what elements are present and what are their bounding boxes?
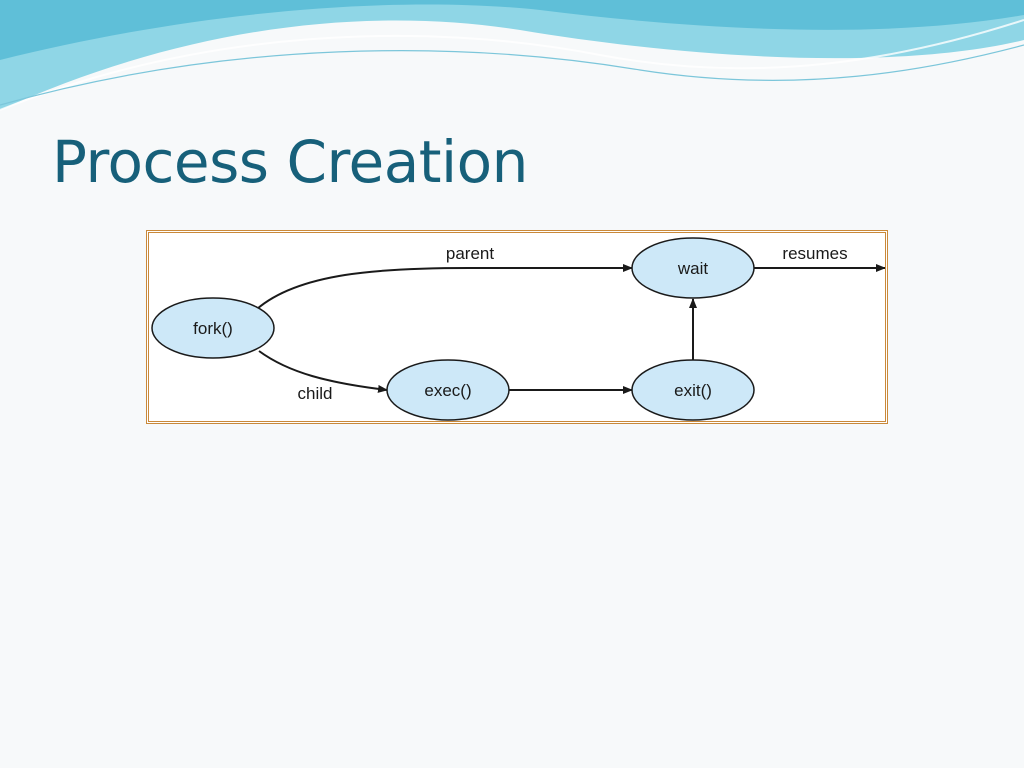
background-wave xyxy=(0,0,1024,130)
node-exit: exit() xyxy=(632,360,754,420)
edge-fork-to-wait xyxy=(257,268,632,309)
node-wait: wait xyxy=(632,238,754,298)
node-exit-label: exit() xyxy=(674,381,712,400)
node-fork: fork() xyxy=(152,298,274,358)
node-exec: exec() xyxy=(387,360,509,420)
process-creation-diagram: fork() wait exec() exit() parent child r… xyxy=(149,233,885,421)
diagram-frame: fork() wait exec() exit() parent child r… xyxy=(146,230,888,424)
node-wait-label: wait xyxy=(677,259,709,278)
node-fork-label: fork() xyxy=(193,319,233,338)
edge-label-parent: parent xyxy=(446,244,494,263)
edge-label-child: child xyxy=(298,384,333,403)
edge-label-resumes: resumes xyxy=(782,244,847,263)
node-exec-label: exec() xyxy=(424,381,471,400)
page-title: Process Creation xyxy=(52,128,528,196)
